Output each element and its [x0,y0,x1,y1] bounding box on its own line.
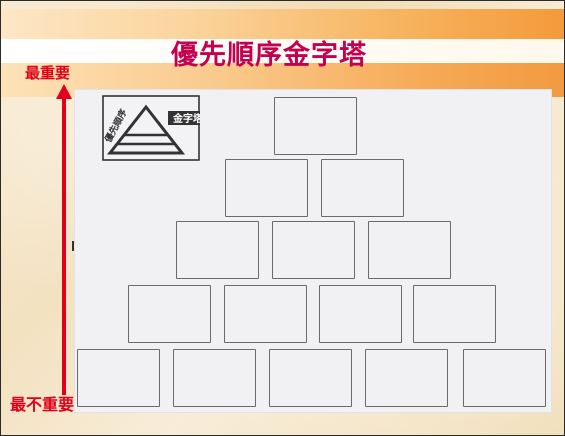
pyramid-box-r5-c3[interactable] [269,349,352,407]
pyramid-box-r5-c4[interactable] [365,349,448,407]
logo-tag-text: 金字塔 [172,112,200,125]
label-least-important: 最不重要 [10,395,75,414]
pyramid-box-r4-c4[interactable] [413,285,496,343]
slide-title: 優先順序金字塔 [171,40,367,71]
pyramid-box-r1-c1[interactable] [274,97,357,155]
pyramid-box-r4-c2[interactable] [224,285,307,343]
arrow-up-icon [56,84,72,395]
pyramid-logo-icon: 金字塔 優先順序 [102,95,200,161]
pyramid-box-r2-c1[interactable] [225,159,308,217]
label-most-important: 最重要 [25,64,71,82]
pyramid-box-r3-c2[interactable] [272,221,355,279]
header-band-white [1,39,564,63]
pyramid-box-r5-c5[interactable] [463,349,546,407]
worksheet-tick [72,241,74,251]
pyramid-box-r4-c3[interactable] [319,285,402,343]
pyramid-box-r3-c1[interactable] [176,221,259,279]
pyramid-box-r2-c2[interactable] [321,159,404,217]
pyramid-box-r5-c2[interactable] [173,349,256,407]
pyramid-box-r5-c1[interactable] [77,349,160,407]
header-band-top [1,9,564,39]
pyramid-box-r4-c1[interactable] [128,285,211,343]
pyramid-box-r3-c3[interactable] [368,221,451,279]
